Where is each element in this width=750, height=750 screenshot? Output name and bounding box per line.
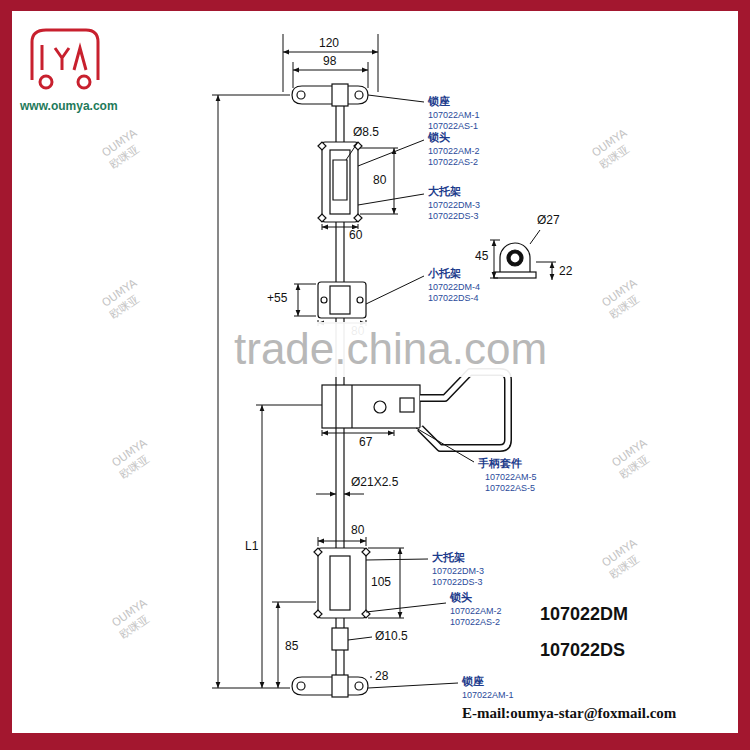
email: E-mail:oumya-star@foxmail.com [462,705,676,722]
dimension: 60 [348,229,363,243]
part-code: 107022DS-3 [428,211,479,221]
part-name: 手柄套件 [478,458,522,471]
ground [12,11,738,733]
model-number: 107022DM [540,604,628,625]
part-code: 107022DM-4 [428,282,480,292]
model-number: 107022DS [540,640,625,661]
part-code: 107022AS-1 [428,121,478,131]
dimension: 120 [318,37,340,51]
part-code: 107022AM-5 [485,472,537,482]
dimension: 67 [358,436,373,450]
handle [420,372,508,448]
dimension: 98 [322,55,337,69]
part-name: 锁头 [450,592,472,605]
dimension: Ø8.5 [352,126,380,140]
dimension: Ø27 [536,214,561,228]
dimension: Ø21X2.5 [350,476,399,490]
dimension: L1 [244,540,259,554]
part-name: 大托架 [432,552,465,565]
dimension: 28 [374,670,389,684]
part-code: 107022DS-4 [428,293,479,303]
dimension: 85 [284,640,299,654]
part-code: 107022AS-5 [485,483,535,493]
part-code: 107022AS-2 [428,157,478,167]
dimension: 80 [372,174,387,188]
part-code: 107022AM-1 [428,110,480,120]
part-name: 锁头 [428,132,450,145]
dimension: 22 [558,265,573,279]
dimension: 105 [370,576,392,590]
part-name: 大托架 [428,186,461,199]
section-detail [494,243,536,278]
part-code: 107022AS-2 [450,617,500,627]
dimension: 45 [474,250,489,264]
dimension: +55 [266,292,288,306]
part-code: 107022AM-1 [462,690,514,700]
part-code: 107022DS-3 [432,577,483,587]
website: www.oumya.com [20,100,118,114]
part-code: 107022DM-3 [428,200,480,210]
dimension: Ø10.5 [374,630,409,644]
part-name: 锁座 [462,676,484,689]
part-name: 锁座 [428,96,450,109]
logo [32,30,98,88]
part-code: 107022AM-2 [428,146,480,156]
dimension: 80 [350,524,365,538]
part-code: 107022DM-3 [432,566,484,576]
watermark: trade.china.com [228,322,553,377]
part-code: 107022AM-2 [450,606,502,616]
part-name: 小托架 [428,268,461,281]
